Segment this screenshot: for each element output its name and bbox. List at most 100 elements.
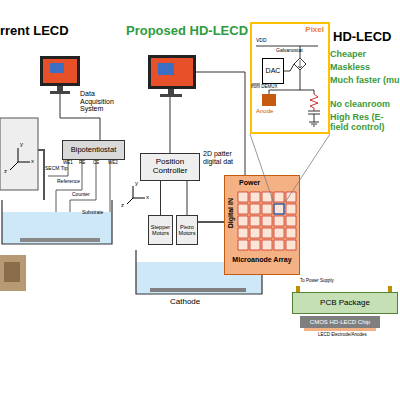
anode-cell — [250, 192, 260, 202]
monitor-screen — [151, 58, 193, 86]
substrate-plate — [20, 238, 100, 242]
annotation-text: 2D patter digital dat — [203, 150, 241, 165]
annotation-text: Galvanostat — [276, 48, 308, 54]
current-source-diamond — [294, 58, 306, 70]
beaker — [2, 200, 112, 244]
zoom-leader-lines — [250, 134, 330, 204]
cathode-plate — [150, 288, 246, 292]
annotation-text: To Power Supply — [300, 279, 360, 284]
anode-cell — [262, 228, 272, 238]
annotation-text: VDD — [256, 38, 276, 44]
screen-plot — [50, 63, 64, 73]
instrument-box: Bipotentiostat — [62, 140, 125, 160]
chip-arm — [198, 221, 224, 223]
photo-detail — [4, 262, 20, 282]
benefit-item: Maskless — [330, 63, 400, 73]
anode-cell — [238, 216, 248, 226]
annotation-text: y — [20, 141, 28, 148]
positioner-box — [0, 118, 38, 190]
monitor-base — [50, 91, 70, 94]
anode-cell — [262, 204, 272, 214]
monitor-stand — [57, 86, 63, 91]
anode-square — [262, 94, 276, 106]
anode-cell — [238, 228, 248, 238]
anode-cell — [238, 204, 248, 214]
monitor-base — [160, 94, 182, 97]
array-label: Microanode Array — [225, 256, 299, 264]
annotation-text: z — [4, 168, 12, 175]
screen-plot — [158, 63, 174, 75]
chip-body — [224, 175, 300, 275]
anode-cell — [262, 240, 272, 250]
electrolyte — [2, 212, 112, 244]
anode-cell — [286, 204, 296, 214]
current-arrow — [298, 60, 302, 68]
inset-heading: Pixel — [305, 26, 324, 35]
connector-line — [187, 181, 188, 215]
pin-label: Power — [239, 179, 260, 187]
motor-box: Stepper Motors — [148, 215, 173, 245]
anode-cell — [238, 192, 248, 202]
annotation-text: from DEMUX — [251, 85, 281, 90]
tip-holder — [38, 150, 44, 200]
anode-cell — [250, 204, 260, 214]
section-heading: rrent LECD — [0, 24, 120, 38]
anode-cell — [250, 228, 260, 238]
anode-cell — [274, 216, 284, 226]
anode-cell — [238, 240, 248, 250]
anode-cell — [274, 192, 284, 202]
box-label: Stepper Motors — [149, 224, 172, 236]
monitor-stand — [168, 89, 174, 94]
anode-cell — [250, 216, 260, 226]
chip-array: PowerDigital IN Microanode Array — [224, 175, 300, 275]
axis-symbol — [127, 186, 145, 204]
annotation-text: Data Acquisition System — [80, 90, 130, 113]
sample-photo — [0, 255, 26, 291]
capacitor-ground-symbol — [308, 111, 320, 126]
annotation-text: y — [135, 180, 143, 187]
box-label: Bipotentiostat — [71, 146, 116, 154]
anode-cell — [262, 216, 272, 226]
box-label: PCB Package — [320, 299, 370, 308]
electrode-layer — [304, 328, 376, 331]
annotation-text: LECD Electrode/Anodes — [318, 333, 388, 338]
annotation-text: SECM Tip — [45, 166, 75, 172]
anode-cell — [286, 240, 296, 250]
annotation-text: Counter — [72, 192, 102, 198]
box-label: CMOS HD-LECD Chip — [310, 319, 370, 326]
annotation-text: WE2 — [108, 161, 124, 166]
monitor-frame — [148, 55, 196, 89]
vdd-rail — [256, 46, 318, 47]
annotation-text: CE — [93, 161, 109, 166]
section-heading: HD-LECD — [333, 30, 399, 44]
chip-layer — [300, 316, 380, 328]
anode-grid — [238, 192, 296, 250]
annotation-text: x — [31, 158, 39, 165]
cable-line — [170, 97, 171, 153]
anode-cell — [274, 240, 284, 250]
benefit-item: Much faster (mu — [330, 76, 400, 86]
dac-box: DAC — [262, 58, 284, 84]
annotation-text: Cathode — [170, 298, 220, 307]
monitor-frame — [40, 56, 80, 86]
benefit-item: High Res (E-field control) — [330, 113, 400, 133]
box-label: DAC — [266, 67, 281, 75]
anode-cell — [286, 228, 296, 238]
annotation-text: Anode — [256, 108, 286, 115]
benefit-item: Cheaper — [330, 50, 400, 60]
benefit-item: No cleanroom — [330, 100, 400, 110]
box-label: Piezo Motors — [177, 224, 197, 236]
annotation-text: Substrate — [82, 210, 112, 216]
data-line — [196, 72, 245, 175]
axis-symbol — [10, 148, 30, 170]
pin-label: Digital IN — [227, 198, 235, 228]
section-heading: Proposed HD-LECD — [126, 24, 250, 38]
anode-cell — [250, 240, 260, 250]
selected-anode-cell — [274, 204, 284, 214]
annotation-text: z — [121, 202, 129, 209]
box-label: Position Controller — [141, 158, 199, 176]
annotation-text: Reference — [57, 179, 87, 185]
